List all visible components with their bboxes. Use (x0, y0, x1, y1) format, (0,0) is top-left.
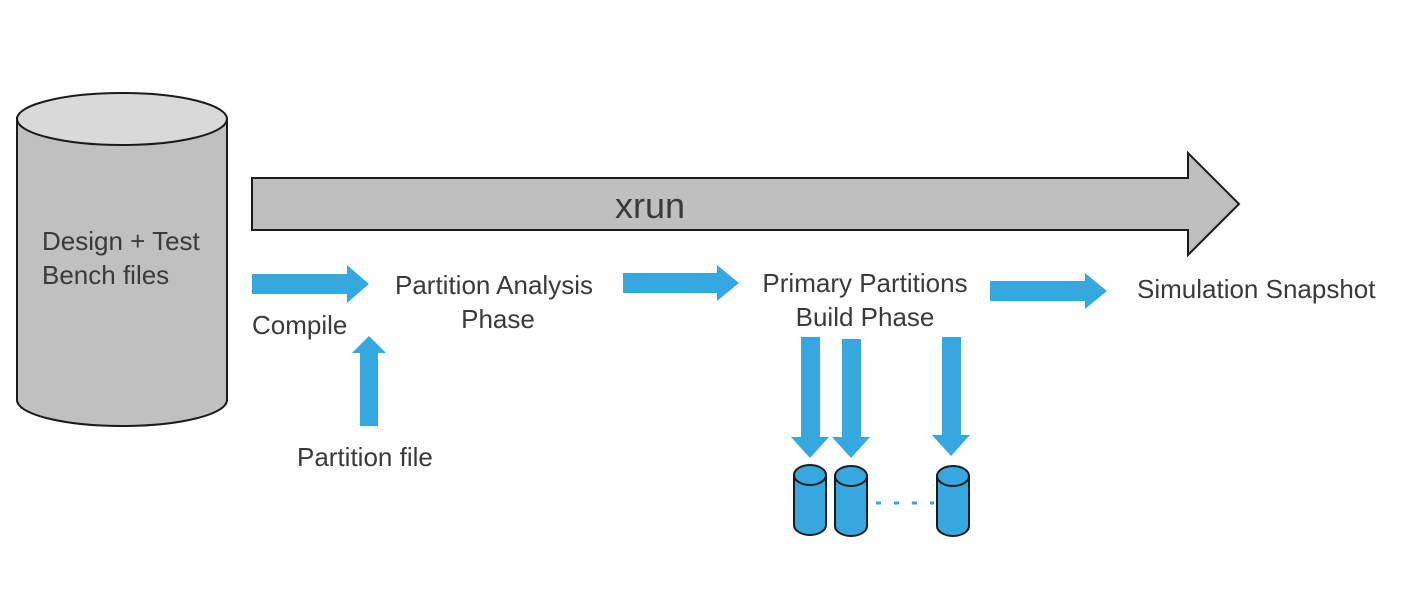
build-to-snapshot-arrow (990, 273, 1107, 309)
design-testbench-database-top (16, 92, 228, 146)
design-testbench-label-line2: Bench files (42, 260, 169, 290)
primary-partitions-label-line2: Build Phase (796, 302, 935, 332)
partition-database-3 (936, 465, 970, 537)
primary-partitions-label-line1: Primary Partitions (762, 268, 967, 298)
partition-down-arrow-1 (791, 337, 829, 458)
design-testbench-database: Design + Test Bench files (16, 92, 228, 427)
design-testbench-database-body (16, 117, 228, 427)
partition-database-2 (834, 465, 868, 537)
compile-arrow (252, 265, 369, 303)
partition-file-arrow (352, 336, 386, 426)
xrun-arrow-shape (251, 150, 1241, 258)
partition-analysis-label-line1: Partition Analysis (395, 270, 593, 300)
partition-down-arrow-2 (832, 339, 870, 458)
partition-analysis-label-line2: Phase (461, 304, 535, 334)
xrun-arrow: xrun (251, 150, 1241, 258)
partition-database-1 (793, 464, 827, 536)
xrun-label: xrun (615, 185, 685, 226)
compile-label: Compile (252, 310, 347, 340)
simulation-snapshot-label: Simulation Snapshot (1137, 274, 1376, 304)
partition-file-label: Partition file (297, 442, 433, 472)
design-testbench-label-line1: Design + Test (42, 226, 201, 256)
analysis-to-build-arrow (623, 265, 739, 301)
partition-down-arrow-3 (932, 337, 970, 456)
